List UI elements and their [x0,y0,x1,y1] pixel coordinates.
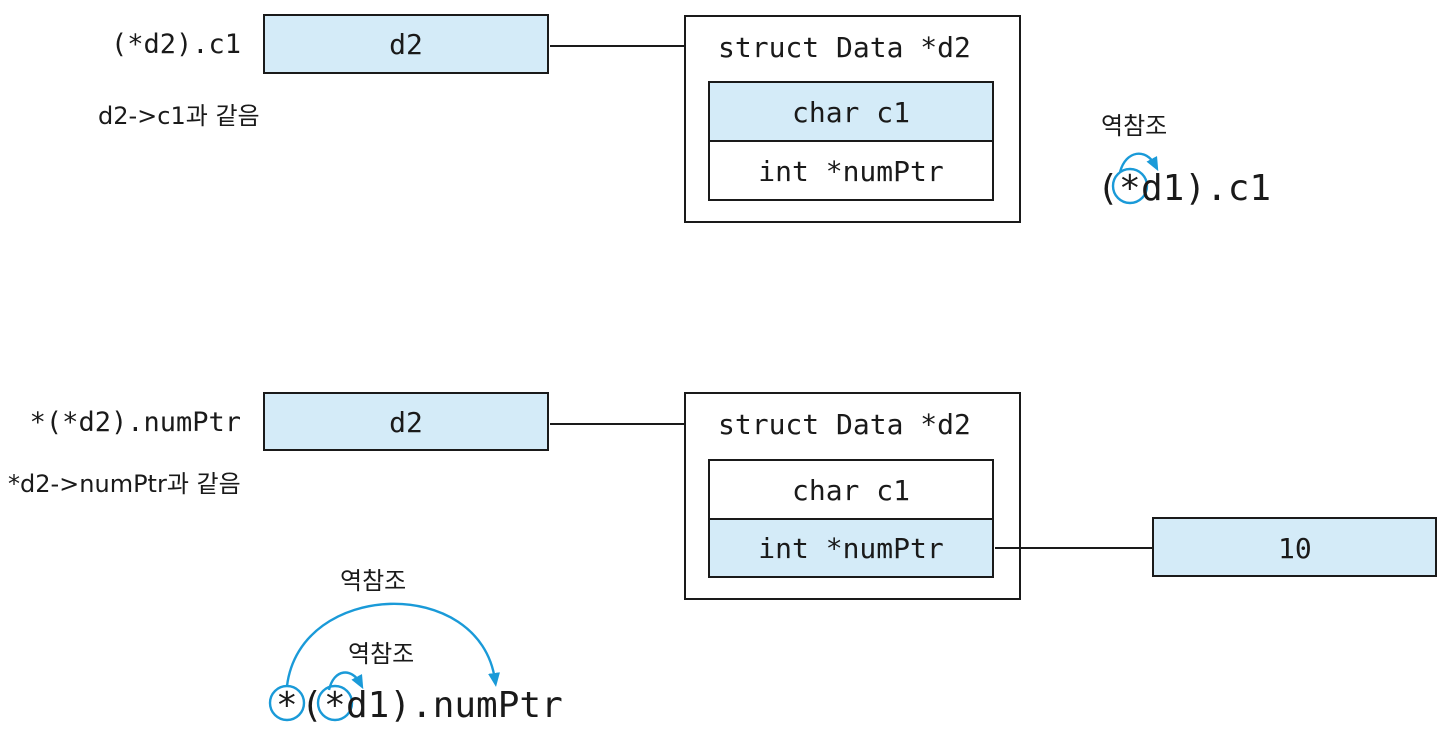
bottom-equivalence-note: *d2->numPtr과 같음 [8,470,241,498]
bottom-example-star-outer: * [276,685,298,726]
top-example-star: * [1119,168,1141,209]
bottom-deref-inner-curve-arrow [327,671,364,691]
bottom-deref-outer-label: 역참조 [340,567,406,595]
top-field-numptr [708,140,994,201]
top-example-open-paren: ( [1097,168,1119,209]
bottom-field-c1-label: char c1 [792,474,910,507]
value-box: 10 [1152,517,1437,577]
top-deref-example: 역참조 ( * d1).c1 [1097,112,1271,209]
top-example-rest: d1).c1 [1141,168,1271,209]
bottom-field-numptr-label: int *numPtr [758,532,943,565]
top-expression-label: (*d2).c1 [111,29,241,60]
bottom-struct-box: struct Data *d2 char c1 int *numPtr [684,392,1021,600]
bottom-pointer-box-label: d2 [389,406,423,439]
bottom-example-star-inner: * [324,685,346,726]
bottom-deref-example: 역참조 역참조 * ( * d1).numPtr [268,567,563,726]
top-field-numptr-label: int *numPtr [758,155,943,188]
top-deref-circle [1111,167,1149,205]
top-section: (*d2).c1 d2->c1과 같음 d2 struct Data *d2 c… [98,14,1271,223]
bottom-section: *(*d2).numPtr *d2->numPtr과 같음 d2 struct … [8,392,1437,726]
bottom-example-rest: d1).numPtr [346,685,563,726]
bottom-deref-outer-curve-arrow [285,602,500,687]
bottom-field-c1 [708,459,994,520]
bottom-struct-title: struct Data *d2 [718,408,971,441]
top-equivalence-note: d2->c1과 같음 [98,102,260,130]
top-struct-box: struct Data *d2 char c1 int *numPtr [684,15,1021,223]
top-deref-curve-arrow [1118,152,1159,173]
bottom-deref-inner-circle [316,684,354,722]
bottom-deref-outer-circle [268,684,306,722]
bottom-pointer-box: d2 [263,392,549,451]
top-deref-label: 역참조 [1101,112,1167,140]
top-struct-title: struct Data *d2 [718,31,971,64]
value-box-label: 10 [1278,532,1312,565]
top-field-c1-label: char c1 [792,96,910,129]
top-pointer-box-label: d2 [389,28,423,61]
bottom-example-open-paren: ( [301,685,323,726]
bottom-field-numptr [708,518,994,578]
bottom-deref-inner-label: 역참조 [348,640,414,668]
bottom-expression-label: *(*d2).numPtr [30,407,241,438]
top-pointer-box: d2 [263,14,549,74]
